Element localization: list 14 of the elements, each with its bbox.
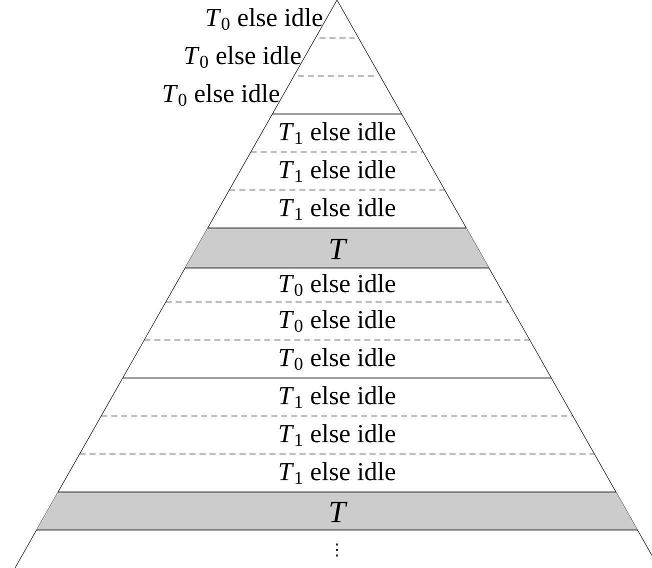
band-label: T$_{0}$ else idle <box>164 84 280 106</box>
band-label: T$_{1}$ else idle <box>280 198 396 220</box>
band-label: T$_{0}$ else idle <box>280 274 396 296</box>
band-label: T$_{0}$ else idle <box>280 310 396 332</box>
band-label: T$_{0}$ else idle <box>280 348 396 370</box>
band-label: T$_{1}$ else idle <box>280 386 396 408</box>
band-label: T$_{0}$ else idle <box>185 46 301 68</box>
band-label: T$_{1}$ else idle <box>280 424 396 446</box>
band-label: T$_{0}$ else idle <box>206 8 322 30</box>
band-label: T$_{1}$ else idle <box>280 160 396 182</box>
band-label: T$_{1}$ else idle <box>280 462 396 484</box>
shaded-band: T <box>185 228 489 268</box>
shaded-band: T <box>36 492 638 530</box>
band-label: T$_{1}$ else idle <box>280 122 396 144</box>
